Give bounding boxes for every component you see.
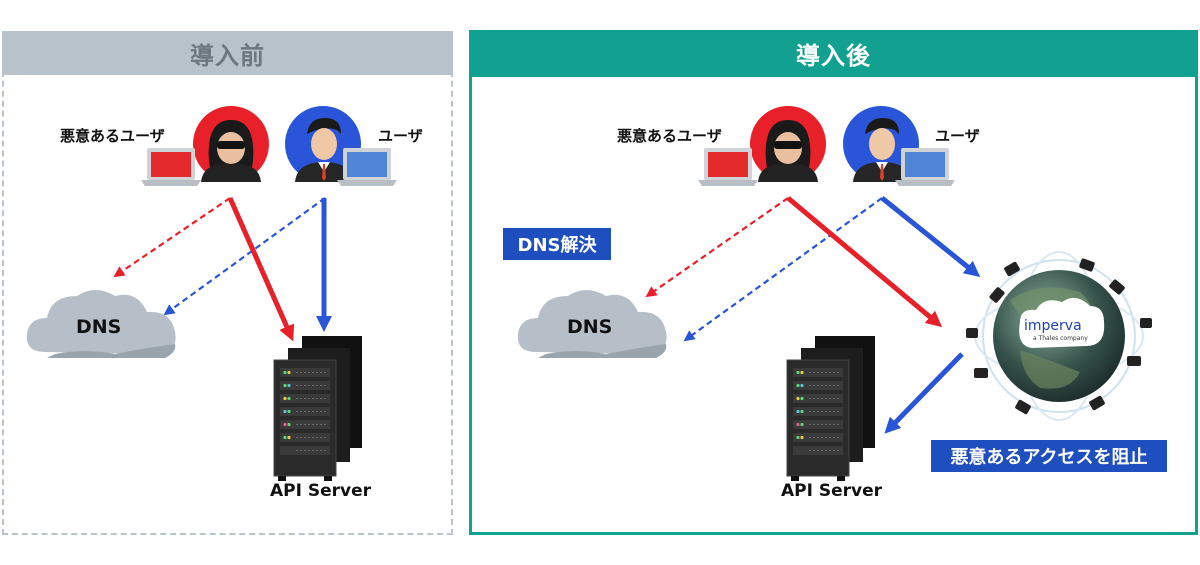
before-api-server-icon bbox=[273, 335, 363, 482]
imperva-globe-icon bbox=[966, 251, 1152, 421]
before-header: 導入前 bbox=[2, 31, 453, 75]
after-panel: 導入後 bbox=[469, 30, 1198, 535]
imperva-logo-subtext: a Thales company bbox=[1033, 335, 1088, 342]
after-user-label: ユーザ bbox=[935, 127, 980, 145]
after-imperva-server-arrow bbox=[884, 352, 964, 434]
before-user-icon bbox=[285, 106, 397, 186]
after-malicious-imperva-arrow bbox=[786, 196, 943, 328]
before-user-label: ユーザ bbox=[378, 127, 423, 145]
after-malicious-user-icon bbox=[698, 106, 826, 186]
after-server-label: API Server bbox=[781, 481, 883, 501]
after-api-server-icon bbox=[786, 335, 876, 482]
block-malicious-access-tag: 悪意あるアクセスを阻止 bbox=[931, 440, 1167, 472]
after-malicious-user-label: 悪意あるユーザ bbox=[617, 127, 722, 145]
after-title: 導入後 bbox=[796, 42, 871, 70]
after-dns-label: DNS bbox=[567, 316, 613, 338]
after-malicious-dns-arrow bbox=[645, 197, 789, 298]
before-title: 導入前 bbox=[190, 41, 265, 70]
before-user-dns-arrow bbox=[163, 197, 326, 316]
dns-resolution-tag: DNS解決 bbox=[503, 228, 611, 260]
after-header: 導入後 bbox=[469, 30, 1198, 77]
imperva-logo-text: imperva bbox=[1024, 318, 1082, 334]
before-malicious-server-arrow bbox=[227, 196, 295, 342]
before-malicious-dns-arrow bbox=[113, 197, 231, 278]
before-server-label: API Server bbox=[270, 481, 372, 501]
after-user-icon bbox=[843, 106, 955, 186]
before-dns-label: DNS bbox=[76, 316, 122, 338]
after-user-dns-arrow bbox=[683, 197, 883, 342]
after-user-imperva-arrow bbox=[880, 196, 981, 278]
before-malicious-user-icon bbox=[141, 106, 269, 186]
before-panel: 導入前 bbox=[2, 31, 453, 535]
before-malicious-user-label: 悪意あるユーザ bbox=[60, 127, 165, 145]
